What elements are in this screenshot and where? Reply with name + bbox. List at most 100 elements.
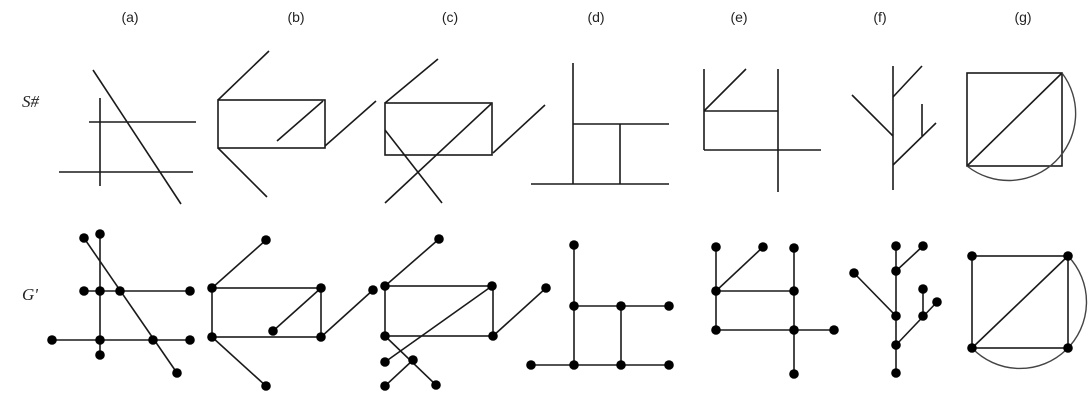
segment [384, 58, 439, 104]
vertex [95, 229, 105, 239]
vertex [918, 284, 928, 294]
segments-b [217, 50, 377, 198]
vertex [434, 234, 444, 244]
edge [211, 336, 267, 387]
vertex [918, 311, 928, 321]
segment [892, 122, 937, 166]
arc [966, 72, 1077, 182]
vertex [431, 380, 441, 390]
vertex [616, 360, 626, 370]
vertex [95, 350, 105, 360]
vertex [316, 283, 326, 293]
segment [217, 50, 270, 101]
vertex [207, 332, 217, 342]
vertex [261, 235, 271, 245]
segment [384, 129, 443, 204]
vertex [664, 301, 674, 311]
vertex [172, 368, 182, 378]
rectangle [217, 99, 326, 149]
vertex [711, 325, 721, 335]
vertex [891, 311, 901, 321]
vertex [541, 283, 551, 293]
vertex [526, 360, 536, 370]
vertex [1063, 251, 1073, 261]
vertex [261, 381, 271, 391]
vertex [79, 286, 89, 296]
row-label-segments: S# [22, 92, 40, 111]
vertex [967, 343, 977, 353]
segments-d [531, 63, 669, 185]
vertex [918, 241, 928, 251]
column-label-a: (a) [121, 9, 138, 25]
edge [492, 287, 547, 337]
edge [895, 245, 924, 272]
segment [851, 94, 894, 137]
vertex [268, 326, 278, 336]
segments-e [703, 68, 821, 192]
segments-f [851, 65, 937, 190]
vertex [711, 242, 721, 252]
edge [320, 289, 374, 338]
segments-a [59, 69, 196, 205]
vertex [569, 240, 579, 250]
vertex [569, 360, 579, 370]
column-label-e: (e) [730, 9, 747, 25]
vertex [488, 331, 498, 341]
edge [211, 239, 267, 289]
vertex [185, 286, 195, 296]
vertex [380, 281, 390, 291]
vertex [891, 266, 901, 276]
segment [492, 104, 546, 154]
vertex [487, 281, 497, 291]
segments-c [384, 58, 546, 204]
column-label-b: (b) [287, 9, 304, 25]
cycle [971, 255, 1069, 349]
edge [715, 246, 764, 292]
vertex [316, 332, 326, 342]
vertex [185, 335, 195, 345]
segment [324, 100, 377, 147]
vertex [967, 251, 977, 261]
column-labels: (a) (b) (c) (d) (e) (f) (g) [121, 9, 1031, 25]
vertex [569, 301, 579, 311]
column-label-d: (d) [587, 9, 604, 25]
segments-g [966, 72, 1077, 182]
vertex [380, 331, 390, 341]
vertex [95, 335, 105, 345]
edge [895, 301, 938, 346]
vertex [891, 241, 901, 251]
vertex [932, 297, 942, 307]
vertex [79, 233, 89, 243]
vertex [849, 268, 859, 278]
graph-b [207, 235, 378, 391]
graph-a [47, 229, 195, 378]
column-label-c: (c) [442, 9, 458, 25]
vertex [758, 242, 768, 252]
edge [384, 285, 493, 363]
cycle [384, 285, 494, 337]
edge [384, 238, 440, 287]
vertex [891, 340, 901, 350]
segment [217, 147, 268, 198]
vertex [1063, 343, 1073, 353]
vertex [789, 325, 799, 335]
vertex [207, 283, 217, 293]
graph-g [967, 251, 1088, 370]
segment [92, 69, 182, 205]
vertex [664, 360, 674, 370]
vertex [380, 381, 390, 391]
vertex [380, 357, 390, 367]
segment [384, 103, 492, 204]
vertex [616, 301, 626, 311]
rectangle [384, 102, 493, 156]
square [966, 72, 1063, 167]
vertex [115, 286, 125, 296]
graph-f [849, 241, 942, 378]
edge [272, 287, 322, 332]
graph-c [380, 234, 551, 391]
graph-d [526, 240, 674, 370]
edge [384, 359, 414, 387]
row-label-graph: G' [22, 285, 38, 304]
vertex [829, 325, 839, 335]
